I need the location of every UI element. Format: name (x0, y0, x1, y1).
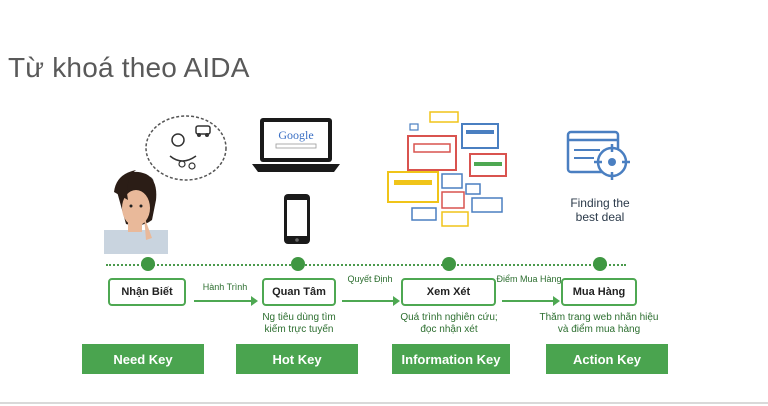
timeline-dot (442, 257, 456, 271)
key-label-action: Action Key (546, 344, 668, 374)
transition-label: Hành Trình (202, 282, 248, 292)
smartphone-icon (284, 194, 310, 244)
woman-avatar (104, 170, 168, 254)
stage-description: Thăm trang web nhãn hiệu và điểm mua hàn… (539, 312, 659, 335)
stage-box: Mua Hàng (561, 278, 637, 306)
stage-box: Quan Tâm (262, 278, 336, 306)
transition-arrow (342, 296, 400, 306)
laptop-icon: Google (252, 118, 340, 172)
stage-box: Nhận Biết (108, 278, 186, 306)
timeline-dot (291, 257, 305, 271)
stage-description: Quá trình nghiên cứu; đọc nhận xét (400, 312, 498, 335)
transition-label: Quyết Định (347, 274, 393, 284)
timeline-dot (593, 257, 607, 271)
timeline-dot (141, 257, 155, 271)
target-icon (566, 130, 630, 180)
stage-box: Xem Xét (401, 278, 496, 306)
key-label-information: Information Key (392, 344, 510, 374)
google-logo: Google (278, 128, 313, 142)
deal-text: Finding the best deal (570, 196, 630, 224)
key-label-need: Need Key (82, 344, 204, 374)
web-pages-icon (387, 111, 507, 227)
page-title: Từ khoá theo AIDA (8, 52, 250, 83)
footer-divider (0, 402, 768, 404)
transition-label: Điểm Mua Hàng (496, 274, 562, 284)
person-thinking-illustration (104, 115, 227, 254)
transition-arrow (502, 296, 560, 306)
stage-description: Ng tiêu dùng tìm kiếm trực tuyến (262, 312, 336, 335)
key-label-hot: Hot Key (236, 344, 358, 374)
timeline-line (106, 264, 626, 266)
transition-arrow (194, 296, 258, 306)
devices-illustration: Google (252, 118, 340, 244)
